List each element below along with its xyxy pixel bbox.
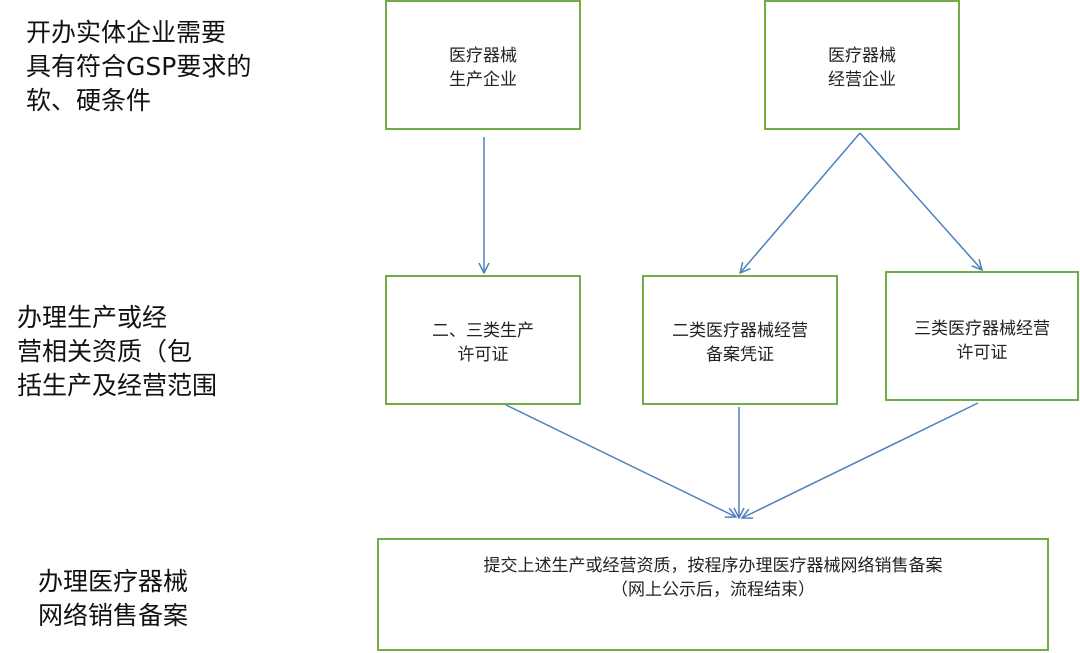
box-manufacturer: 医疗器械 生产企业 xyxy=(385,0,581,130)
stage-label-online-filing: 办理医疗器械 网络销售备案 xyxy=(38,567,189,630)
stage-label-setup: 开办实体企业需要 具有符合GSP要求的 软、硬条件 xyxy=(26,18,252,115)
box-class2-record-text: 二类医疗器械经营 备案凭证 xyxy=(672,321,808,365)
box-online-filing: 提交上述生产或经营资质，按程序办理医疗器械网络销售备案 （网上公示后，流程结束） xyxy=(377,538,1049,651)
box-production-license: 二、三类生产 许可证 xyxy=(385,275,581,405)
box-online-filing-text: 提交上述生产或经营资质，按程序办理医疗器械网络销售备案 （网上公示后，流程结束） xyxy=(483,556,943,600)
arrow-distributor-to-class3-license xyxy=(859,132,982,270)
box-class3-license: 三类医疗器械经营 许可证 xyxy=(885,271,1079,401)
box-manufacturer-text: 医疗器械 生产企业 xyxy=(449,46,517,90)
arrow-production-license-to-filing xyxy=(505,404,736,517)
box-distributor: 医疗器械 经营企业 xyxy=(764,0,960,130)
arrow-class3-license-to-filing xyxy=(742,402,979,518)
stage-label-qualification: 办理生产或经 营相关资质（包 括生产及经营范围 xyxy=(17,303,218,400)
box-class2-record: 二类医疗器械经营 备案凭证 xyxy=(642,275,838,405)
box-distributor-text: 医疗器械 经营企业 xyxy=(828,46,896,90)
box-class3-license-text: 三类医疗器械经营 许可证 xyxy=(914,319,1050,363)
box-production-license-text: 二、三类生产 许可证 xyxy=(432,321,534,365)
arrow-distributor-to-class2-record xyxy=(740,132,861,273)
